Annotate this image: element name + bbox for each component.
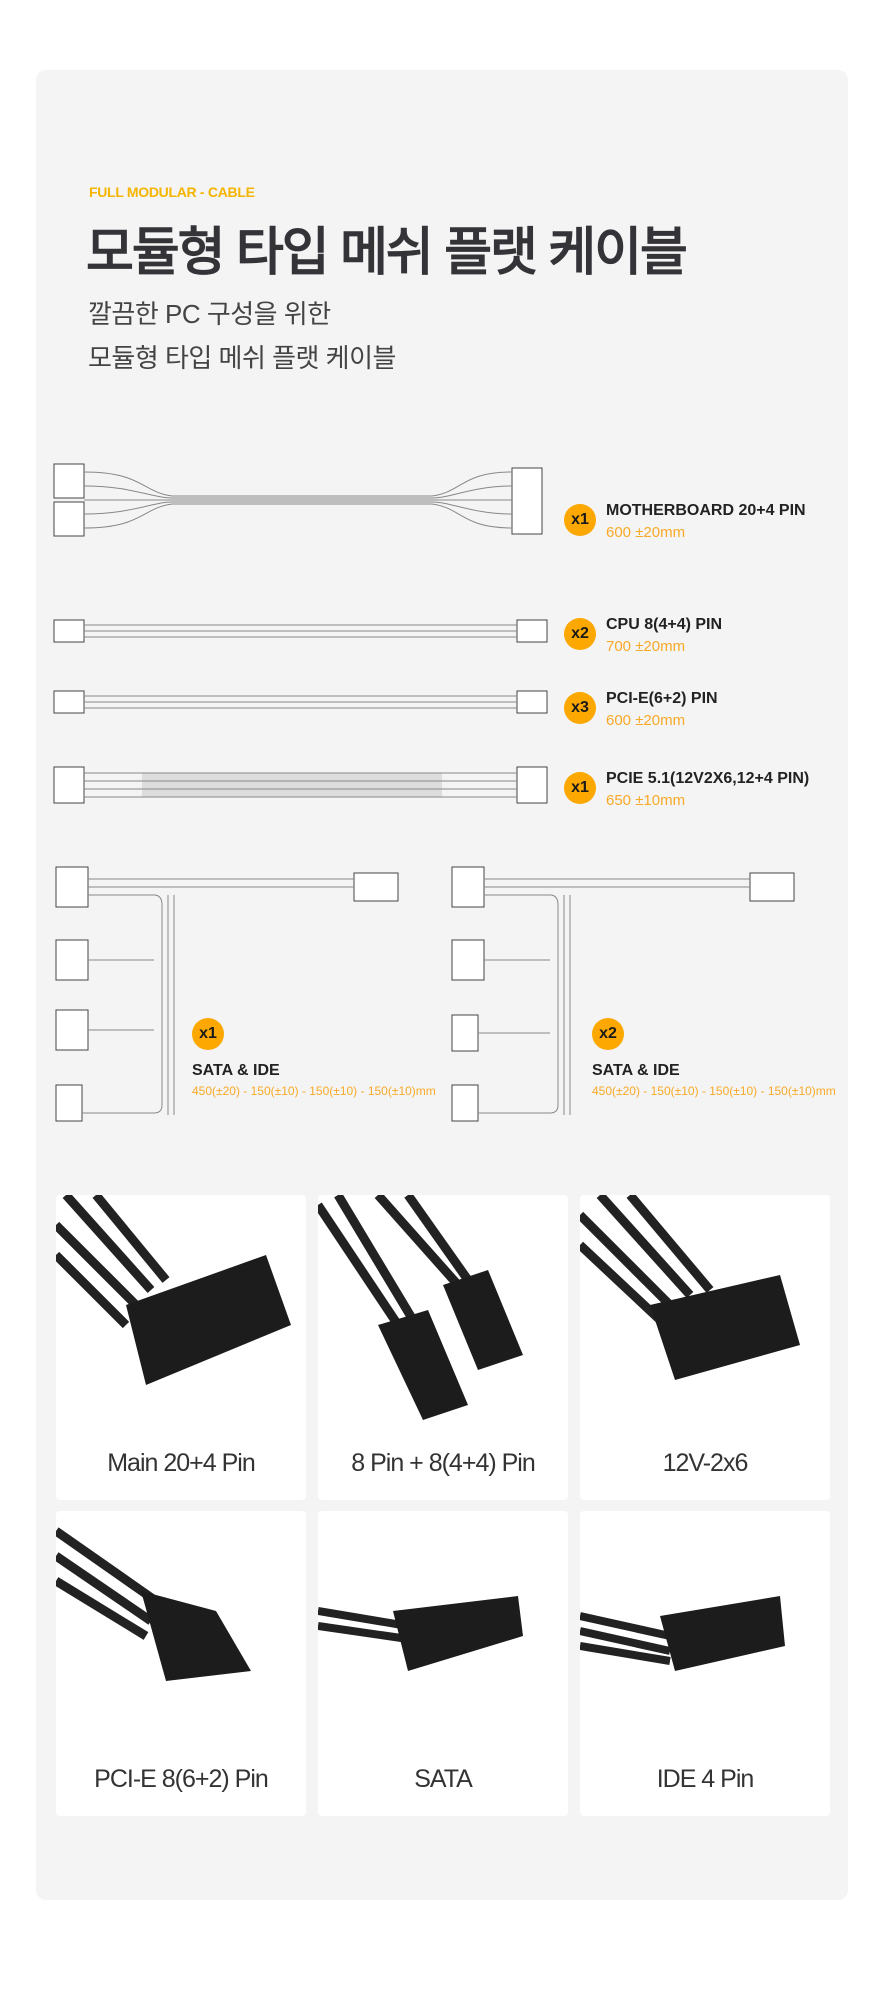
- photo-caption: Main 20+4 Pin: [107, 1449, 256, 1477]
- quantity-badge: x1: [192, 1018, 224, 1050]
- cable-length: 450(±20) - 150(±10) - 150(±10) - 150(±10…: [592, 1084, 836, 1098]
- eyebrow: FULL MODULAR - CABLE: [89, 184, 255, 200]
- cable-name: CPU 8(4+4) PIN: [606, 616, 723, 633]
- connector-image: [580, 1195, 800, 1380]
- photo-sata: SATA: [318, 1511, 568, 1816]
- photo-pcie-8-pin: PCI-E 8(6+2) Pin: [56, 1511, 306, 1816]
- photo-caption: 8 Pin + 8(4+4) Pin: [351, 1449, 536, 1477]
- motherboard-cable-diagram: [53, 463, 543, 537]
- photo-ide-4-pin: IDE 4 Pin: [580, 1511, 830, 1816]
- photo-12v-2x6: 12V-2x6: [580, 1195, 830, 1500]
- cable-length: 600 ±20mm: [606, 712, 686, 729]
- product-card: FULL MODULAR - CABLE 모듈형 타입 메쉬 플랫 케이블 깔끔…: [36, 70, 848, 1900]
- quantity-badge: x1: [564, 772, 596, 804]
- connector-image: [56, 1195, 291, 1385]
- sata-cable-diagram-2: [451, 866, 795, 1122]
- cable-name: MOTHERBOARD 20+4 PIN: [606, 502, 806, 519]
- quantity-badge: x2: [592, 1018, 624, 1050]
- cable-length: 600 ±20mm: [606, 524, 686, 541]
- cable-name: SATA & IDE: [192, 1062, 280, 1079]
- connector-image: [56, 1527, 251, 1681]
- cable-name: PCIE 5.1(12V2X6,12+4 PIN): [606, 770, 810, 787]
- cable-length: 700 ±20mm: [606, 638, 686, 655]
- cable-length: 450(±20) - 150(±10) - 150(±10) - 150(±10…: [192, 1084, 436, 1098]
- subtitle-line-2: 모듈형 타입 메쉬 플랫 케이블: [88, 343, 396, 373]
- photo-caption: IDE 4 Pin: [656, 1765, 755, 1793]
- pcie51-cable-diagram: [53, 766, 548, 804]
- cable-name: PCI-E(6+2) PIN: [606, 690, 718, 707]
- photo-caption: 12V-2x6: [662, 1449, 749, 1477]
- photo-main-20-4-pin: Main 20+4 Pin: [56, 1195, 306, 1500]
- subtitle-line-1: 깔끔한 PC 구성을 위한: [88, 299, 331, 329]
- sata-cable-diagram-1: [55, 866, 399, 1122]
- photo-8-pin: 8 Pin + 8(4+4) Pin: [318, 1195, 568, 1500]
- cable-name: SATA & IDE: [592, 1062, 680, 1079]
- connector-image: [318, 1596, 523, 1671]
- connector-image: [318, 1195, 523, 1420]
- photo-caption: SATA: [414, 1765, 473, 1793]
- page-title: 모듈형 타입 메쉬 플랫 케이블: [86, 224, 688, 282]
- pcie-cable-diagram: [53, 690, 548, 714]
- cpu-cable-diagram: [53, 619, 548, 643]
- photo-caption: PCI-E 8(6+2) Pin: [94, 1765, 269, 1793]
- quantity-badge: x1: [564, 504, 596, 536]
- quantity-badge: x3: [564, 692, 596, 724]
- connector-image: [580, 1596, 785, 1671]
- quantity-badge: x2: [564, 618, 596, 650]
- cable-length: 650 ±10mm: [606, 792, 686, 809]
